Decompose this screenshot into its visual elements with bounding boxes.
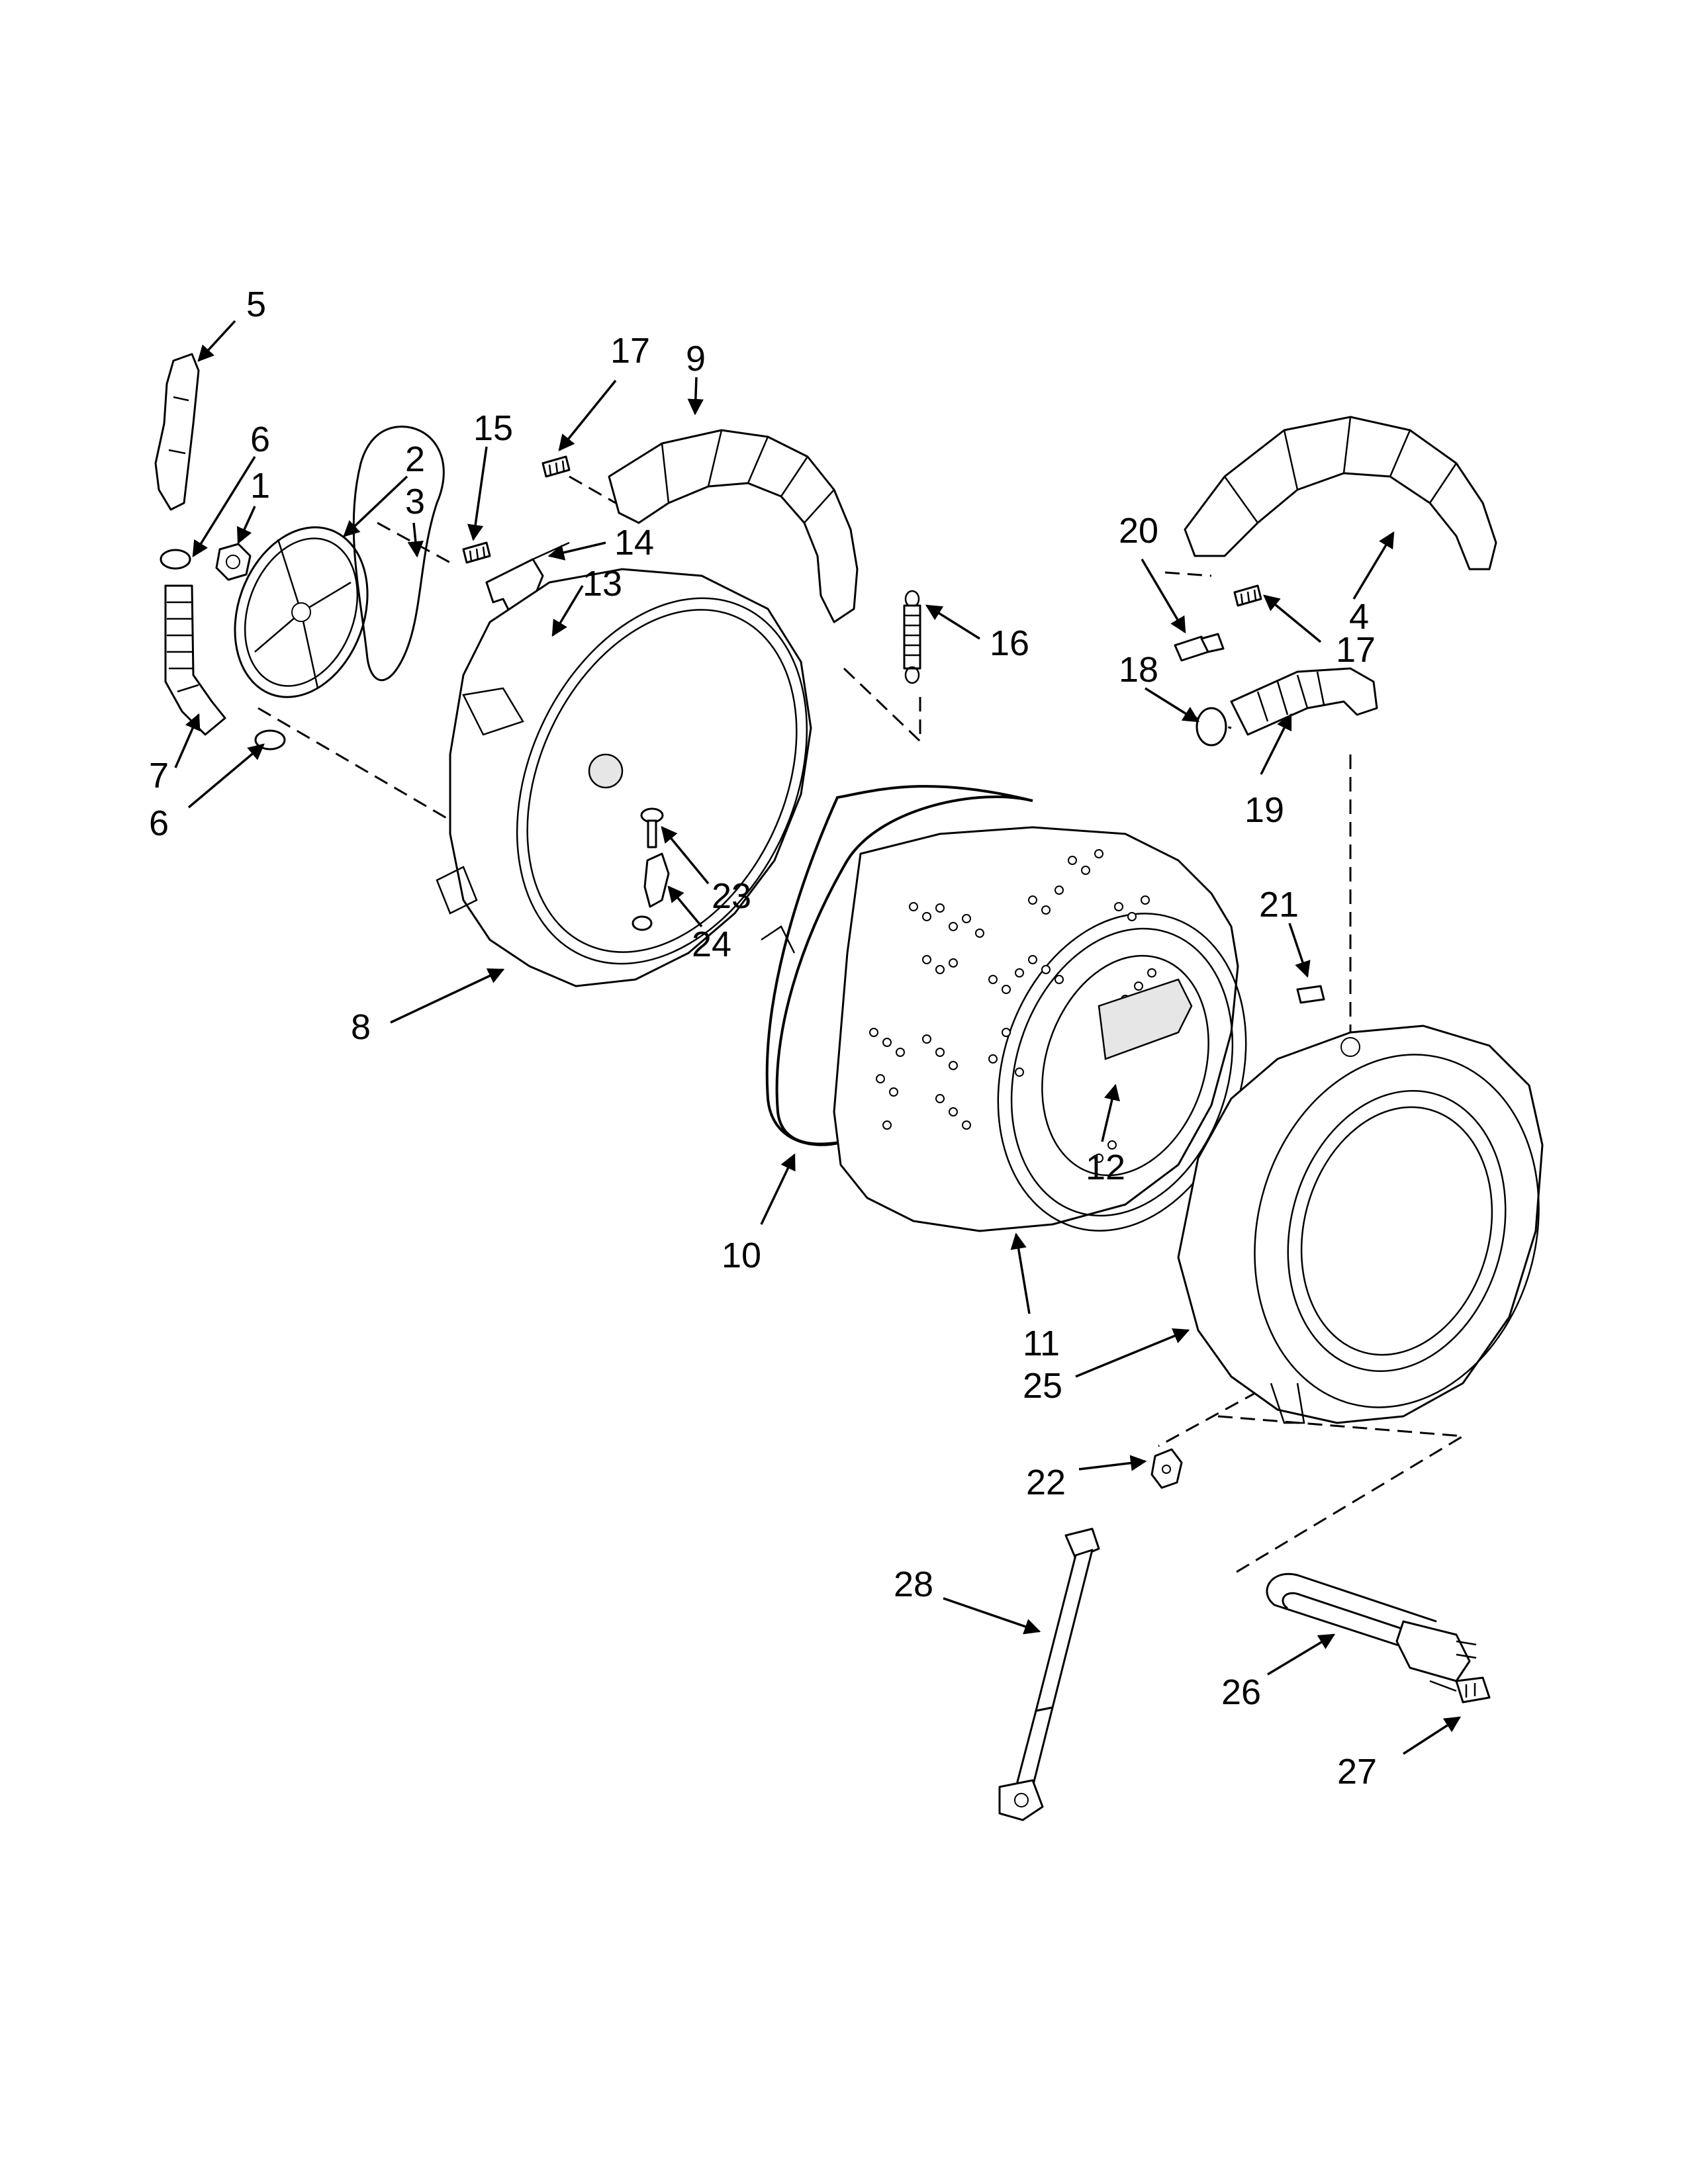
part-21-clip[interactable]	[1296, 985, 1325, 1004]
callout-6-upper: 6	[250, 420, 270, 459]
part-10-seal-ring[interactable]	[765, 785, 1033, 1146]
part-24-clip[interactable]	[632, 852, 670, 931]
part-9-counterweight[interactable]	[608, 429, 859, 623]
callout-20: 20	[1119, 511, 1158, 551]
part-11-basket[interactable]	[833, 826, 1286, 1263]
callout-12: 12	[1086, 1148, 1125, 1187]
callout-6-lower: 6	[149, 803, 169, 843]
part-16-spring[interactable]	[903, 590, 921, 684]
part-28-shock-absorber[interactable]	[998, 1527, 1100, 1821]
part-22-gasket[interactable]	[1150, 1448, 1183, 1489]
part-20-valve[interactable]	[1174, 633, 1225, 662]
callout-4: 4	[1349, 597, 1369, 637]
callout-13: 13	[583, 564, 622, 604]
part-15-screw[interactable]	[462, 541, 491, 564]
part-2-pulley[interactable]	[212, 508, 391, 715]
part-8-rear-tub[interactable]	[436, 551, 863, 1011]
callout-16: 16	[990, 623, 1029, 663]
part-5-bracket[interactable]	[154, 353, 200, 511]
part-26-heating-element[interactable]	[1266, 1572, 1477, 1682]
leader-lines	[174, 320, 1462, 1755]
part-23-bolt[interactable]	[640, 807, 664, 848]
part-17-screw-upper[interactable]	[541, 455, 571, 478]
callout-26: 26	[1221, 1672, 1261, 1712]
callout-15: 15	[473, 408, 513, 448]
part-3-belt[interactable]	[352, 426, 445, 682]
callout-10: 10	[722, 1236, 761, 1275]
callout-2: 2	[405, 439, 425, 479]
callout-28: 28	[894, 1565, 933, 1604]
callout-18: 18	[1119, 650, 1158, 690]
callout-24: 24	[692, 925, 731, 964]
basket-perforations	[869, 849, 1170, 1163]
callout-27: 27	[1337, 1752, 1377, 1792]
callout-3: 3	[405, 482, 425, 522]
part-4-counterweight[interactable]	[1184, 416, 1497, 570]
part-7-hose[interactable]	[164, 584, 226, 736]
callout-8: 8	[351, 1007, 371, 1047]
callout-7: 7	[149, 756, 169, 796]
callout-25: 25	[1023, 1366, 1062, 1406]
part-19-hose[interactable]	[1230, 667, 1378, 736]
callout-numbers: 5 6 1 7 6 2 3 15 17 9 14 13 16 8 23 24 1…	[149, 285, 1377, 1792]
callout-17-upper: 17	[610, 331, 650, 371]
callout-1: 1	[250, 466, 270, 506]
callout-19: 19	[1244, 790, 1284, 830]
part-18-clamp[interactable]	[1196, 707, 1227, 747]
callout-9: 9	[686, 339, 706, 379]
part-25-front-tub[interactable]	[1177, 1023, 1577, 1439]
part-17-screw-lower[interactable]	[1233, 584, 1262, 607]
callout-5: 5	[246, 285, 266, 324]
part-6-clamp-upper[interactable]	[160, 549, 191, 570]
callout-23: 23	[712, 876, 751, 916]
callout-14: 14	[614, 523, 654, 563]
callout-22: 22	[1026, 1463, 1066, 1502]
part-27-connector[interactable]	[1429, 1676, 1491, 1704]
callout-11: 11	[1023, 1324, 1060, 1363]
callout-17-lower: 17	[1336, 630, 1376, 670]
part-1-nut[interactable]	[215, 543, 252, 581]
callout-21: 21	[1259, 885, 1299, 925]
